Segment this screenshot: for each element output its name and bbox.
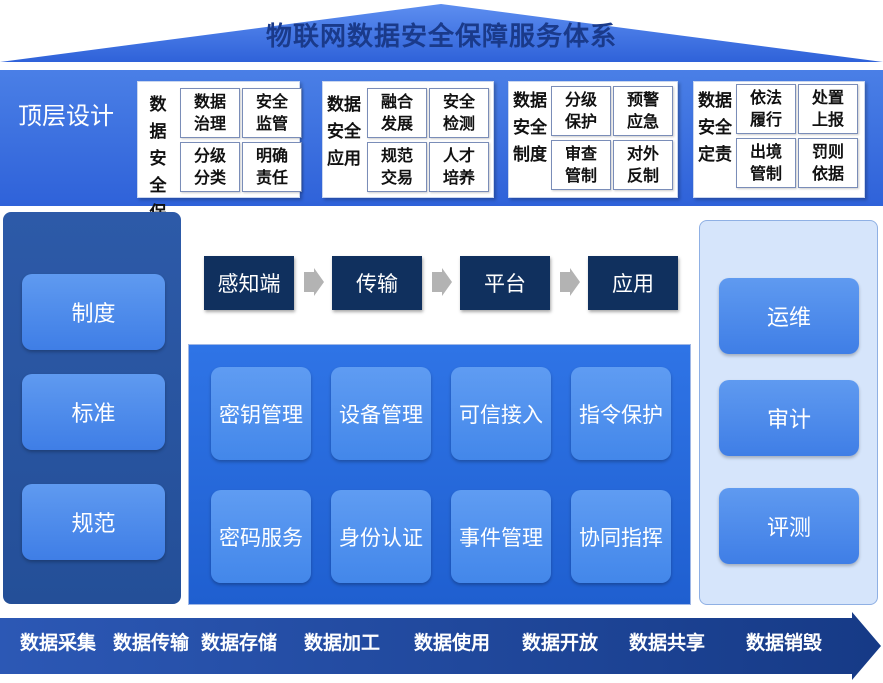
cell-review-control: 审查管制 xyxy=(551,140,611,190)
flow-step-sensing: 感知端 xyxy=(204,256,294,310)
group-title-line: 应用 xyxy=(327,149,361,169)
left-item-system: 制度 xyxy=(22,274,165,350)
right-item-operations: 运维 xyxy=(719,278,859,354)
service-coordinated-command: 协同指挥 xyxy=(571,490,671,583)
group-title-line: 数据 xyxy=(327,95,361,115)
lifecycle-arrow xyxy=(0,612,881,680)
service-trusted-access: 可信接入 xyxy=(451,367,551,460)
flow-step-transmission: 传输 xyxy=(332,256,422,310)
stage-storage: 数据存储 xyxy=(201,632,278,654)
cell-security-supervision: 安全监管 xyxy=(242,88,302,138)
flow-step-application: 应用 xyxy=(588,256,678,310)
stage-sharing: 数据共享 xyxy=(629,632,706,654)
cell-security-testing: 安全检测 xyxy=(429,88,489,138)
group-title-line: 定责 xyxy=(698,145,732,165)
service-device-management: 设备管理 xyxy=(331,367,431,460)
left-item-specification: 规范 xyxy=(22,484,165,560)
service-crypto: 密码服务 xyxy=(211,490,311,583)
top-design-label: 顶层设计 xyxy=(18,102,114,130)
cell-integrated-development: 融合发展 xyxy=(367,88,427,138)
group-title-line: 安全 xyxy=(698,118,732,138)
arrow-right-icon xyxy=(432,268,452,296)
stage-opening: 数据开放 xyxy=(522,632,599,654)
stage-processing: 数据加工 xyxy=(304,632,381,654)
group-title-line: 安全 xyxy=(149,149,167,196)
cell-lawful-performance: 依法履行 xyxy=(736,84,796,134)
service-key-management: 密钥管理 xyxy=(211,367,311,460)
arrow-right-icon xyxy=(304,268,324,296)
roof-shape xyxy=(0,4,883,62)
flow-step-platform: 平台 xyxy=(460,256,550,310)
stage-usage: 数据使用 xyxy=(414,632,491,654)
service-identity-auth: 身份认证 xyxy=(331,490,431,583)
group-title-line: 数据 xyxy=(149,95,167,142)
arrow-right-icon xyxy=(560,268,580,296)
service-command-protection: 指令保护 xyxy=(571,367,671,460)
cell-penalty-basis: 罚则依据 xyxy=(798,138,858,188)
cell-clear-responsibility: 明确责任 xyxy=(242,142,302,192)
group-title-line: 安全 xyxy=(327,122,361,142)
cell-classification: 分级分类 xyxy=(180,142,240,192)
cell-data-governance: 数据治理 xyxy=(180,88,240,138)
cell-countermeasure: 对外反制 xyxy=(613,140,673,190)
group-title-line: 制度 xyxy=(513,145,547,165)
stage-collection: 数据采集 xyxy=(20,632,97,654)
cell-early-warning: 预警应急 xyxy=(613,86,673,136)
cell-standard-trading: 规范交易 xyxy=(367,142,427,192)
group-title-line: 安全 xyxy=(513,118,547,138)
group-data-security-application: 数据 安全 应用 融合发展 安全检测 规范交易 人才培养 xyxy=(322,81,494,198)
group-data-security-system: 数据 安全 制度 分级保护 预警应急 审查管制 对外反制 xyxy=(508,81,678,198)
diagram-title: 物联网数据安全保障服务体系 xyxy=(265,22,617,52)
cell-handling-reporting: 处置上报 xyxy=(798,84,858,134)
service-event-management: 事件管理 xyxy=(451,490,551,583)
stage-destruction: 数据销毁 xyxy=(746,632,823,654)
cell-graded-protection: 分级保护 xyxy=(551,86,611,136)
right-item-evaluation: 评测 xyxy=(719,488,859,564)
group-title-line: 数据 xyxy=(513,91,547,111)
cell-talent-training: 人才培养 xyxy=(429,142,489,192)
group-data-security-accountability: 数据 安全 定责 依法履行 处置上报 出境管制 罚则依据 xyxy=(693,81,865,198)
group-title-line: 数据 xyxy=(698,91,732,111)
stage-transmission: 数据传输 xyxy=(113,632,190,654)
right-item-audit: 审计 xyxy=(719,380,859,456)
cell-exit-control: 出境管制 xyxy=(736,138,796,188)
left-item-standard: 标准 xyxy=(22,374,165,450)
